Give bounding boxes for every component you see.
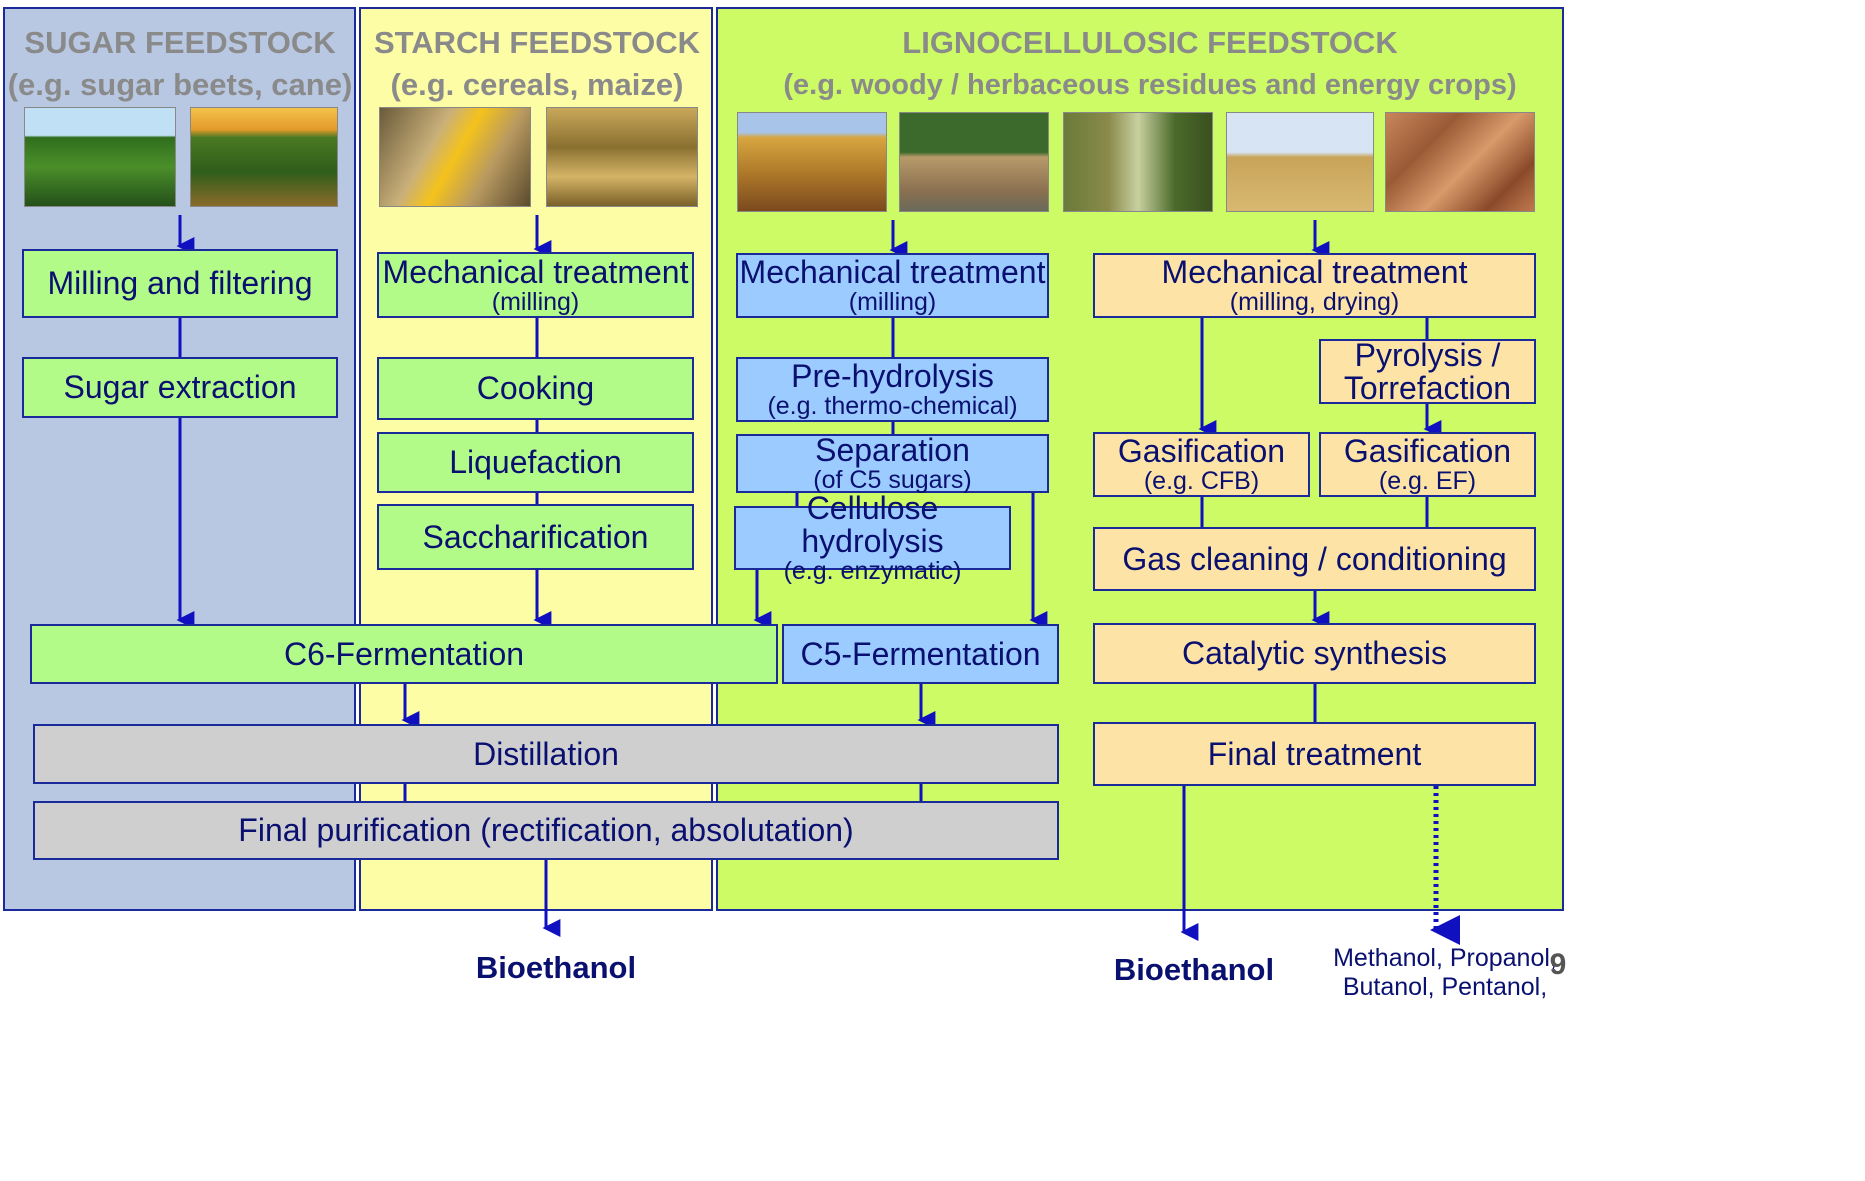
starch-mech-label: Mechanical treatment	[382, 253, 689, 290]
pre-hydrolysis-box: Pre-hydrolysis (e.g. thermo-chemical)	[736, 357, 1049, 422]
separation-sub: (of C5 sugars)	[813, 466, 972, 494]
gas-ef-label: Gasification	[1343, 433, 1512, 469]
milling-filtering-box: Milling and filtering	[22, 249, 338, 318]
alcohols-output: Methanol, Propanol, Butanol, Pentanol,	[1320, 944, 1570, 1002]
bioethanol-output-left: Bioethanol	[475, 950, 637, 985]
saccharification-box: Saccharification	[377, 504, 694, 570]
sugar-title: SUGAR FEEDSTOCK	[24, 25, 336, 60]
gas-ef-sub: (e.g. EF)	[1378, 467, 1477, 495]
starch-feedstock-title: STARCH FEEDSTOCK (e.g. cereals, maize)	[362, 22, 712, 106]
gas-cleaning-box: Gas cleaning / conditioning	[1093, 527, 1536, 591]
sugar-beet-field-image	[24, 107, 176, 207]
gas-cfb-sub: (e.g. CFB)	[1143, 467, 1260, 495]
alcohols-line-1: Methanol, Propanol,	[1333, 944, 1557, 972]
liquefaction-box: Liquefaction	[377, 432, 694, 493]
milling-filtering-label: Milling and filtering	[47, 265, 313, 301]
c6-label: C6-Fermentation	[283, 635, 525, 672]
separation-label: Separation	[815, 432, 970, 468]
sugar-extraction-label: Sugar extraction	[63, 369, 297, 405]
gasification-cfb-box: Gasification (e.g. CFB)	[1093, 432, 1310, 497]
prehyd-label: Pre-hydrolysis	[791, 358, 994, 394]
c5-label: C5-Fermentation	[800, 635, 1041, 672]
gas-cleaning-label: Gas cleaning / conditioning	[1122, 540, 1507, 577]
sugar-subtitle: (e.g. sugar beets, cane)	[7, 67, 353, 102]
gas-cfb-label: Gasification	[1117, 433, 1286, 469]
distillation-label: Distillation	[473, 735, 619, 772]
maize-cob-image	[379, 107, 531, 207]
c5-fermentation-box: C5-Fermentation	[782, 624, 1059, 684]
bio-mech-label: Mechanical treatment	[739, 254, 1046, 290]
pyrolysis-label: Pyrolysis /	[1354, 336, 1501, 373]
starch-subtitle: (e.g. cereals, maize)	[390, 67, 684, 102]
starch-mechanical-treatment-box: Mechanical treatment (milling)	[377, 252, 694, 318]
cellulose-label: Cellulose hydrolysis	[801, 490, 944, 559]
bio-mech-sub: (milling)	[848, 288, 937, 316]
ligno-feedstock-title: LIGNOCELLULOSIC FEEDSTOCK (e.g. woody / …	[740, 22, 1560, 106]
bioethanol-output-right: Bioethanol	[1113, 952, 1275, 987]
torrefaction-label: Torrefaction	[1343, 369, 1512, 406]
final-purification-box: Final purification (rectification, absol…	[33, 801, 1059, 860]
liquefaction-label: Liquefaction	[449, 444, 622, 480]
page-number: 9	[1549, 948, 1567, 981]
final-treatment-box: Final treatment	[1093, 722, 1536, 786]
prehyd-sub: (e.g. thermo-chemical)	[767, 392, 1018, 420]
catalytic-label: Catalytic synthesis	[1182, 635, 1447, 671]
cooking-box: Cooking	[377, 357, 694, 420]
final-purification-label: Final purification (rectification, absol…	[238, 812, 854, 848]
sugar-extraction-box: Sugar extraction	[22, 357, 338, 418]
hay-bale-field-image	[1226, 112, 1374, 212]
thermo-mech-label: Mechanical treatment	[1161, 254, 1468, 290]
gasification-ef-box: Gasification (e.g. EF)	[1319, 432, 1536, 497]
cellulose-sub: (e.g. enzymatic)	[783, 557, 962, 585]
separation-box: Separation (of C5 sugars)	[736, 434, 1049, 493]
ligno-title: LIGNOCELLULOSIC FEEDSTOCK	[902, 25, 1398, 60]
starch-mech-sub: (milling)	[491, 287, 580, 316]
ligno-subtitle: (e.g. woody / herbaceous residues and en…	[783, 69, 1517, 101]
thermo-mech-sub: (milling, drying)	[1229, 288, 1400, 316]
pyrolysis-torrefaction-box: Pyrolysis / Torrefaction	[1319, 336, 1536, 406]
straw-field-image	[737, 112, 887, 212]
sugar-feedstock-title: SUGAR FEEDSTOCK (e.g. sugar beets, cane)	[5, 22, 355, 106]
thermo-mechanical-treatment-box: Mechanical treatment (milling, drying)	[1093, 253, 1536, 318]
wheat-field-image	[546, 107, 698, 207]
cane-field-image	[190, 107, 338, 207]
saccharification-label: Saccharification	[422, 518, 649, 555]
catalytic-synthesis-box: Catalytic synthesis	[1093, 623, 1536, 684]
wood-chips-image	[1385, 112, 1535, 212]
cooking-label: Cooking	[476, 370, 595, 406]
c6-fermentation-box: C6-Fermentation	[30, 624, 778, 684]
bio-mechanical-treatment-box: Mechanical treatment (milling)	[736, 253, 1049, 318]
final-treatment-label: Final treatment	[1207, 735, 1422, 772]
harvester-image	[1063, 112, 1213, 212]
log-pile-image	[899, 112, 1049, 212]
alcohols-line-2: Butanol, Pentanol,	[1342, 973, 1548, 1001]
cellulose-hydrolysis-box: Cellulose hydrolysis (e.g. enzymatic)	[734, 492, 1011, 584]
starch-title: STARCH FEEDSTOCK	[373, 25, 701, 60]
distillation-box: Distillation	[33, 724, 1059, 784]
